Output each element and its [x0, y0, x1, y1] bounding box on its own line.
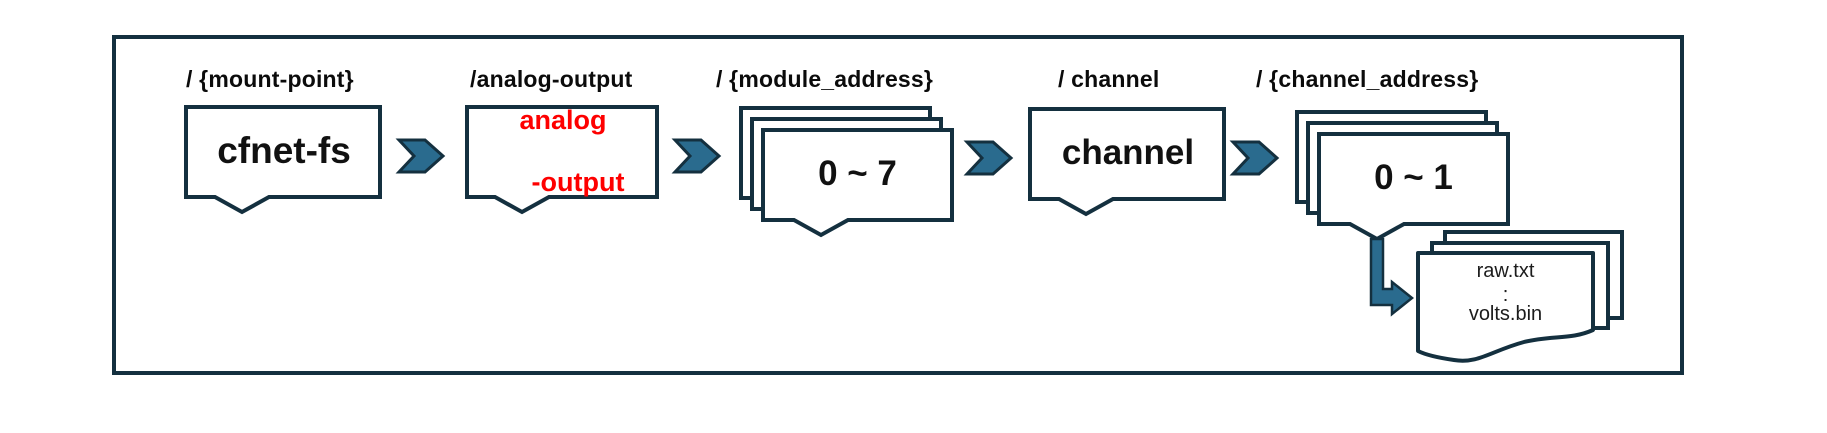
analog-line1: analog	[519, 104, 607, 135]
node-text-module-address: 0 ~ 7	[818, 154, 897, 193]
node-text-channel-address: 0 ~ 1	[1374, 158, 1453, 197]
folder-stack-module-address	[739, 106, 954, 238]
path-label-module-address: / {module_address}	[716, 66, 934, 92]
folder-box-cfnet-fs	[184, 105, 382, 215]
path-label-analog-output: /analog-output	[470, 66, 633, 92]
flow-chevron-right-icon	[395, 138, 446, 174]
files-document-stack	[1416, 230, 1624, 363]
file-name-raw-txt: raw.txt	[1476, 260, 1535, 282]
node-text-channel: channel	[1061, 133, 1195, 172]
path-label-channel: / channel	[1058, 66, 1160, 92]
file-list-ellipsis: :	[1502, 284, 1509, 306]
analog-line2: -output	[531, 166, 625, 197]
flow-chevron-right-icon	[1229, 140, 1280, 176]
folder-box-channel	[1028, 107, 1226, 217]
path-label-mount-point: / {mount-point}	[186, 66, 354, 92]
node-text-analog-output: analog -output	[465, 105, 661, 197]
flow-chevron-right-icon	[963, 140, 1014, 176]
folder-stack-channel-address	[1295, 110, 1510, 242]
file-name-volts-bin: volts.bin	[1468, 303, 1543, 325]
path-label-channel-address: / {channel_address}	[1256, 66, 1479, 92]
node-text-cfnet-fs: cfnet-fs	[217, 130, 351, 171]
folder-box-analog-output	[465, 105, 659, 215]
flow-chevron-right-icon	[671, 138, 722, 174]
elbow-arrow-down-right-icon	[1369, 237, 1415, 317]
